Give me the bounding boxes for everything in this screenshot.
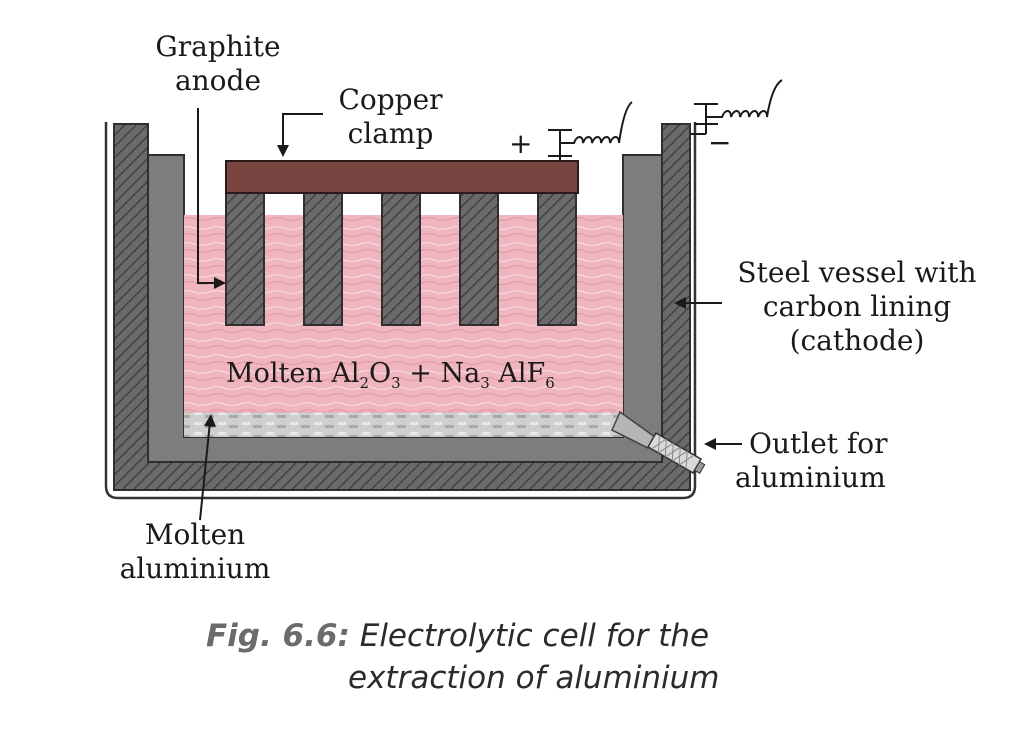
- anode-wire-coil: [560, 101, 633, 144]
- graphite-anode-arrowhead: [214, 277, 226, 289]
- anode-rod: [225, 189, 265, 326]
- minus-sign: −: [708, 126, 732, 159]
- outlet-pipe: [646, 432, 706, 475]
- electrolyte-formula: Molten Al2O3 + Na3 AlF6: [226, 358, 555, 392]
- figure-caption-line1: Fig. 6.6: Electrolytic cell for the: [206, 618, 710, 654]
- anode-rod: [303, 189, 343, 326]
- molten-aluminium-leader: [199, 421, 211, 521]
- anode-rod: [381, 189, 421, 326]
- figure-caption-line2: extraction of aluminium: [348, 660, 720, 696]
- anode-terminal: [548, 101, 633, 161]
- cathode-wire-coil: [706, 79, 783, 118]
- molten-aluminium-layer: [184, 412, 623, 437]
- copper-clamp-leader: [282, 113, 323, 148]
- graphite-anode-label: Graphite anode: [155, 30, 281, 97]
- molten-aluminium-arrowhead: [204, 414, 216, 427]
- figure-number: Fig. 6.6:: [206, 618, 350, 654]
- outlet-arrowhead: [704, 438, 716, 450]
- outlet-channel: [611, 410, 657, 449]
- steel-vessel-label: Steel vessel with carbon lining (cathode…: [737, 256, 977, 357]
- copper-clamp-label: Copper clamp: [338, 83, 443, 150]
- copper-clamp-arrowhead: [277, 145, 289, 157]
- outlet-label: Outlet for aluminium: [735, 427, 888, 494]
- steel-vessel-arrowhead: [674, 297, 686, 309]
- anode-rod: [459, 189, 499, 326]
- cathode-terminal: [690, 79, 783, 135]
- plus-sign: +: [509, 127, 533, 160]
- copper-clamp-bar: [225, 160, 579, 194]
- molten-aluminium-label: Molten aluminium: [119, 518, 271, 585]
- steel-shell-outline: [104, 122, 697, 500]
- graphite-anodes: [225, 189, 577, 326]
- anode-rod: [537, 189, 577, 326]
- graphite-anode-leader: [197, 108, 218, 284]
